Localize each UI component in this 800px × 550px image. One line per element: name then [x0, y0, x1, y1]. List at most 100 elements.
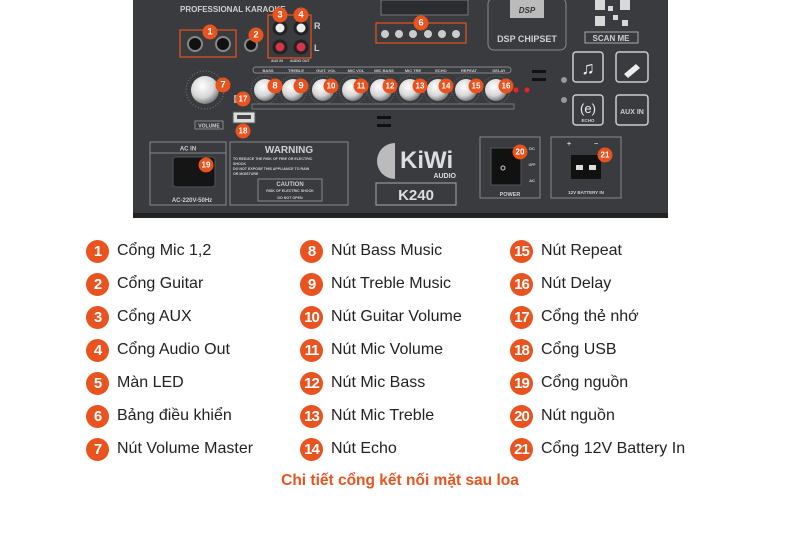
photo-marker-4: 4 — [293, 7, 309, 23]
number-badge: 2 — [86, 272, 109, 296]
dsp-chipset-label: DSP CHIPSET — [497, 34, 557, 44]
svg-text:AUDIO: AUDIO — [433, 173, 456, 180]
echo-icon — [572, 94, 604, 126]
number-badge: 12 — [300, 371, 323, 395]
photo-marker-20: 20 — [512, 144, 528, 160]
legend-label: Nút nguồn — [541, 407, 615, 424]
number-badge: 17 — [510, 305, 533, 329]
mic-jack-2 — [215, 36, 231, 52]
legend-label: Nút Mic Bass — [331, 374, 426, 391]
svg-text:14: 14 — [442, 82, 451, 91]
number-badge: 7 — [86, 437, 109, 461]
photo-marker-15: 15 — [468, 78, 484, 94]
microphone-icon — [615, 51, 649, 83]
svg-text:DSP: DSP — [519, 6, 536, 15]
knob-label: REPEAT — [461, 68, 477, 73]
svg-text:POWER: POWER — [500, 192, 521, 198]
svg-text:R: R — [314, 21, 321, 31]
number-badge: 20 — [510, 404, 533, 428]
knob-label: DELAY — [492, 68, 506, 73]
number-badge: 1 — [86, 239, 109, 263]
legend-label: Cổng Mic 1,2 — [117, 242, 212, 259]
legend-item: 14 Nút Echo — [300, 437, 397, 461]
photo-marker-18: 18 — [235, 123, 251, 139]
svg-text:DC: DC — [529, 146, 535, 151]
svg-text:OFF: OFF — [529, 163, 537, 167]
legend-item: 12 Nút Mic Bass — [300, 371, 425, 395]
legend-label: Nút Treble Music — [331, 275, 452, 292]
legend-item: 11 Nút Mic Volume — [300, 338, 443, 362]
number-badge: 19 — [510, 371, 533, 395]
svg-text:8: 8 — [272, 81, 277, 92]
photo-marker-6: 6 — [413, 15, 429, 31]
legend-label: Màn LED — [117, 374, 184, 391]
legend-label: Cổng 12V Battery In — [541, 440, 686, 457]
svg-text:L: L — [314, 43, 320, 53]
legend-item: 20 Nút nguồn — [510, 404, 615, 428]
svg-text:AUDIO OUT: AUDIO OUT — [290, 59, 311, 63]
knob-label: MIC VOL — [348, 68, 365, 73]
legend-item: 19 Cổng nguồn — [510, 371, 628, 395]
svg-text:AUX IN: AUX IN — [271, 59, 283, 63]
svg-text:WARNING: WARNING — [265, 145, 314, 156]
svg-text:4: 4 — [298, 10, 304, 21]
number-badge: 3 — [86, 305, 109, 329]
svg-text:AC: AC — [529, 178, 535, 183]
aux-in-icon — [615, 94, 649, 126]
svg-text:10: 10 — [327, 82, 336, 91]
caption: Chi tiết cổng kết nối mặt sau loa — [281, 472, 519, 489]
svg-text:18: 18 — [239, 127, 248, 136]
kiwi-logo-mark — [377, 143, 395, 179]
knob-label: GUIT. VOL — [316, 68, 336, 73]
legend-label: Nút Delay — [541, 275, 612, 292]
mic-jack-1 — [187, 36, 203, 52]
svg-text:12V BATTERY IN: 12V BATTERY IN — [568, 190, 604, 195]
legend-label: Cổng USB — [541, 341, 617, 358]
legend-label: Cổng thẻ nhớ — [541, 308, 639, 325]
legend-label: Nút Volume Master — [117, 440, 254, 457]
svg-text:+: + — [567, 141, 571, 148]
power-box — [479, 136, 541, 199]
svg-text:16: 16 — [502, 82, 511, 91]
knob-label: TREBLE — [288, 68, 304, 73]
svg-text:CAUTION: CAUTION — [276, 182, 303, 188]
photo-marker-2: 2 — [248, 27, 264, 43]
legend-item: 1 Cổng Mic 1,2 — [86, 239, 211, 263]
audio-out-r — [293, 20, 309, 36]
legend-label: Nút Guitar Volume — [331, 308, 462, 325]
legend-label: Nút Bass Music — [331, 242, 443, 259]
dsp-chip-box — [487, 0, 567, 51]
legend-label: Cổng nguồn — [541, 374, 629, 391]
svg-text:TO REDUCE THE RISK OF FIRE OR: TO REDUCE THE RISK OF FIRE OR ELECTRIC — [233, 157, 313, 161]
svg-text:ECHO: ECHO — [581, 118, 595, 123]
legend-item: 16 Nút Delay — [510, 272, 611, 296]
svg-text:6: 6 — [418, 18, 423, 29]
number-badge: 11 — [300, 338, 323, 362]
number-badge: 16 — [510, 272, 533, 296]
led-display — [380, 0, 469, 16]
legend-item: 18 Cổng USB — [510, 338, 617, 362]
number-badge: 14 — [300, 437, 323, 461]
number-badge: 13 — [300, 404, 323, 428]
svg-text:9: 9 — [298, 81, 303, 92]
number-badge: 18 — [510, 338, 533, 362]
knob-label: MIC TRE — [405, 68, 422, 73]
svg-text:21: 21 — [601, 151, 610, 160]
photo-marker-11: 11 — [353, 78, 369, 94]
legend-label: Nút Repeat — [541, 242, 622, 259]
legend-label: Nút Mic Volume — [331, 341, 444, 358]
music-note-icon — [572, 51, 604, 83]
svg-text:SCAN ME: SCAN ME — [593, 34, 631, 43]
photo-marker-17: 17 — [235, 91, 251, 107]
legend-label: Nút Echo — [331, 440, 397, 457]
svg-text:OR MOISTURE: OR MOISTURE — [233, 172, 259, 176]
photo-marker-10: 10 — [323, 78, 339, 94]
knob-label: MIC BASS — [374, 68, 394, 73]
kiwi-logo: KiWi — [400, 147, 453, 174]
